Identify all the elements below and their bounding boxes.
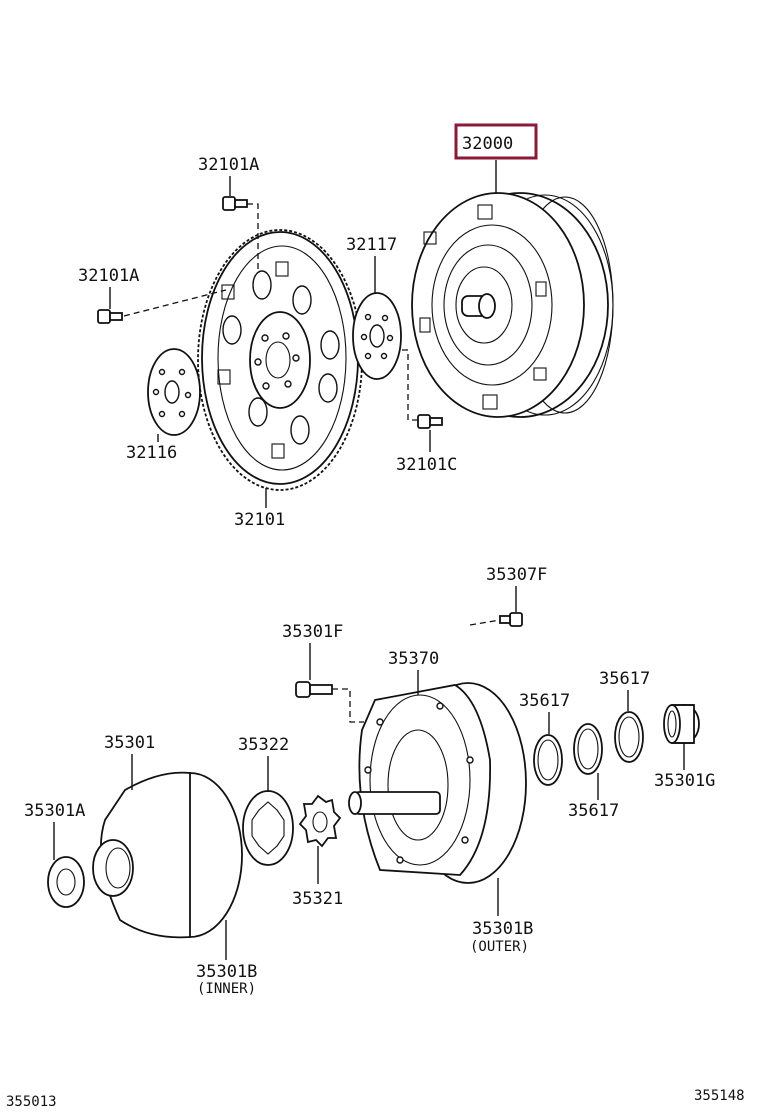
- seal-ring-35617-b[interactable]: [573, 723, 603, 775]
- oil-pump-body[interactable]: [348, 682, 527, 884]
- seal-ring-35617-a[interactable]: [533, 734, 563, 786]
- label-35617-c[interactable]: 35617: [599, 669, 650, 689]
- outer-gear-35322[interactable]: [242, 790, 294, 866]
- label-32101A-top[interactable]: 32101A: [198, 155, 259, 175]
- bolt-35301F[interactable]: [295, 681, 333, 698]
- label-35307F[interactable]: 35307F: [486, 565, 547, 585]
- plate-32116[interactable]: [147, 348, 201, 436]
- label-32101C[interactable]: 32101C: [396, 455, 457, 475]
- label-35301B-outer[interactable]: 35301B: [472, 919, 533, 939]
- note-outer: (OUTER): [470, 939, 529, 955]
- footer-left-code: 355013: [6, 1094, 57, 1110]
- label-35301F[interactable]: 35301F: [282, 622, 343, 642]
- label-35321[interactable]: 35321: [292, 889, 343, 909]
- label-32117[interactable]: 32117: [346, 235, 397, 255]
- bolt-35307F[interactable]: [499, 612, 523, 627]
- label-35301G[interactable]: 35301G: [654, 771, 715, 791]
- seal-ring-35617-c[interactable]: [614, 711, 644, 763]
- bolt-32101C[interactable]: [417, 414, 443, 429]
- drive-plate[interactable]: [197, 229, 363, 491]
- label-35301A[interactable]: 35301A: [24, 801, 85, 821]
- label-35301B-inner[interactable]: 35301B: [196, 962, 257, 982]
- footer-right-code: 355148: [694, 1088, 745, 1104]
- label-32101[interactable]: 32101: [234, 510, 285, 530]
- oil-seal-35301A[interactable]: [47, 856, 85, 908]
- label-32000[interactable]: 32000: [462, 134, 513, 154]
- inner-gear-35321[interactable]: [298, 794, 342, 848]
- bolt-32101A-left[interactable]: [97, 309, 123, 324]
- note-inner: (INNER): [197, 981, 256, 997]
- label-35301[interactable]: 35301: [104, 733, 155, 753]
- highlight-box: [454, 123, 538, 160]
- label-35617-b[interactable]: 35617: [568, 801, 619, 821]
- label-32101A-left[interactable]: 32101A: [78, 266, 139, 286]
- label-35322[interactable]: 35322: [238, 735, 289, 755]
- bushing-35301G[interactable]: [663, 704, 700, 744]
- label-35617-a[interactable]: 35617: [519, 691, 570, 711]
- plate-32117[interactable]: [352, 292, 402, 380]
- label-32116[interactable]: 32116: [126, 443, 177, 463]
- pump-cover-35301[interactable]: [92, 771, 243, 939]
- label-35370[interactable]: 35370: [388, 649, 439, 669]
- bolt-32101A-top[interactable]: [222, 196, 248, 211]
- torque-converter[interactable]: [411, 192, 614, 418]
